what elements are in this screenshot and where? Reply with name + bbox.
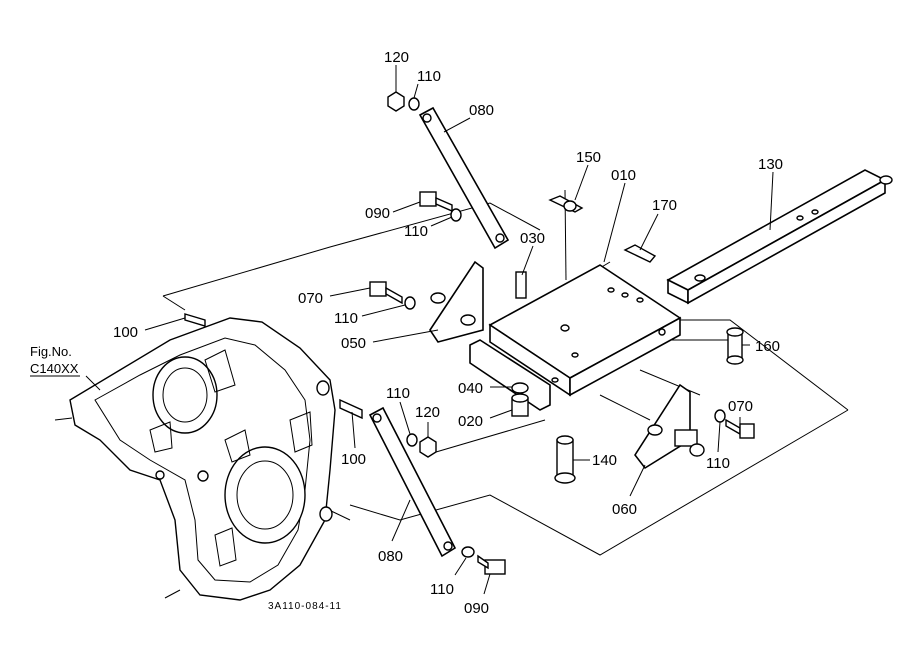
part-callouts: 120 110 080 150 010 130 170 090 110 030 … [113,49,783,617]
upper-link-080 [418,106,510,250]
figure-reference: Fig.No. C140XX [30,344,80,377]
callout-110-right: 110 [706,455,730,472]
callout-130: 130 [758,156,783,173]
callout-120-lower: 120 [415,404,440,421]
main-plate-010 [469,264,682,411]
callout-050: 050 [341,335,366,352]
callout-100-top: 100 [113,324,138,341]
callout-010: 010 [611,167,636,184]
callout-110-lower: 110 [386,385,410,402]
fig-ref-line2: C140XX [30,361,79,376]
callout-170: 170 [652,197,677,214]
lower-link-080 [368,406,457,558]
drawing-number: 3A110-084-11 [268,601,342,612]
callout-030: 030 [520,230,545,247]
callout-120-top: 120 [384,49,409,66]
gear-case-housing [54,317,336,601]
callout-100-bottom: 100 [341,451,366,468]
callout-040: 040 [458,380,483,397]
callout-150: 150 [576,149,601,166]
callout-020: 020 [458,413,483,430]
bracket-060 [634,383,705,470]
callout-110-top: 110 [417,68,441,85]
callout-090-top: 090 [365,205,390,222]
bracket-050 [429,260,484,343]
callout-080-bottom: 080 [378,548,403,565]
callout-060: 060 [612,501,637,518]
callout-070-right: 070 [728,398,753,415]
fig-ref-line1: Fig.No. [30,344,72,359]
drawbar-130 [666,169,893,305]
leader-lines [85,65,774,595]
callout-090-bottom: 090 [464,600,489,617]
hardware [184,91,755,575]
callout-110-bottom: 110 [430,581,454,598]
callout-080-top: 080 [469,102,494,119]
callout-140: 140 [592,452,617,469]
callout-110-left: 110 [334,310,358,327]
callout-160: 160 [755,338,780,355]
callout-070-left: 070 [298,290,323,307]
callout-110-mid: 110 [404,223,428,240]
